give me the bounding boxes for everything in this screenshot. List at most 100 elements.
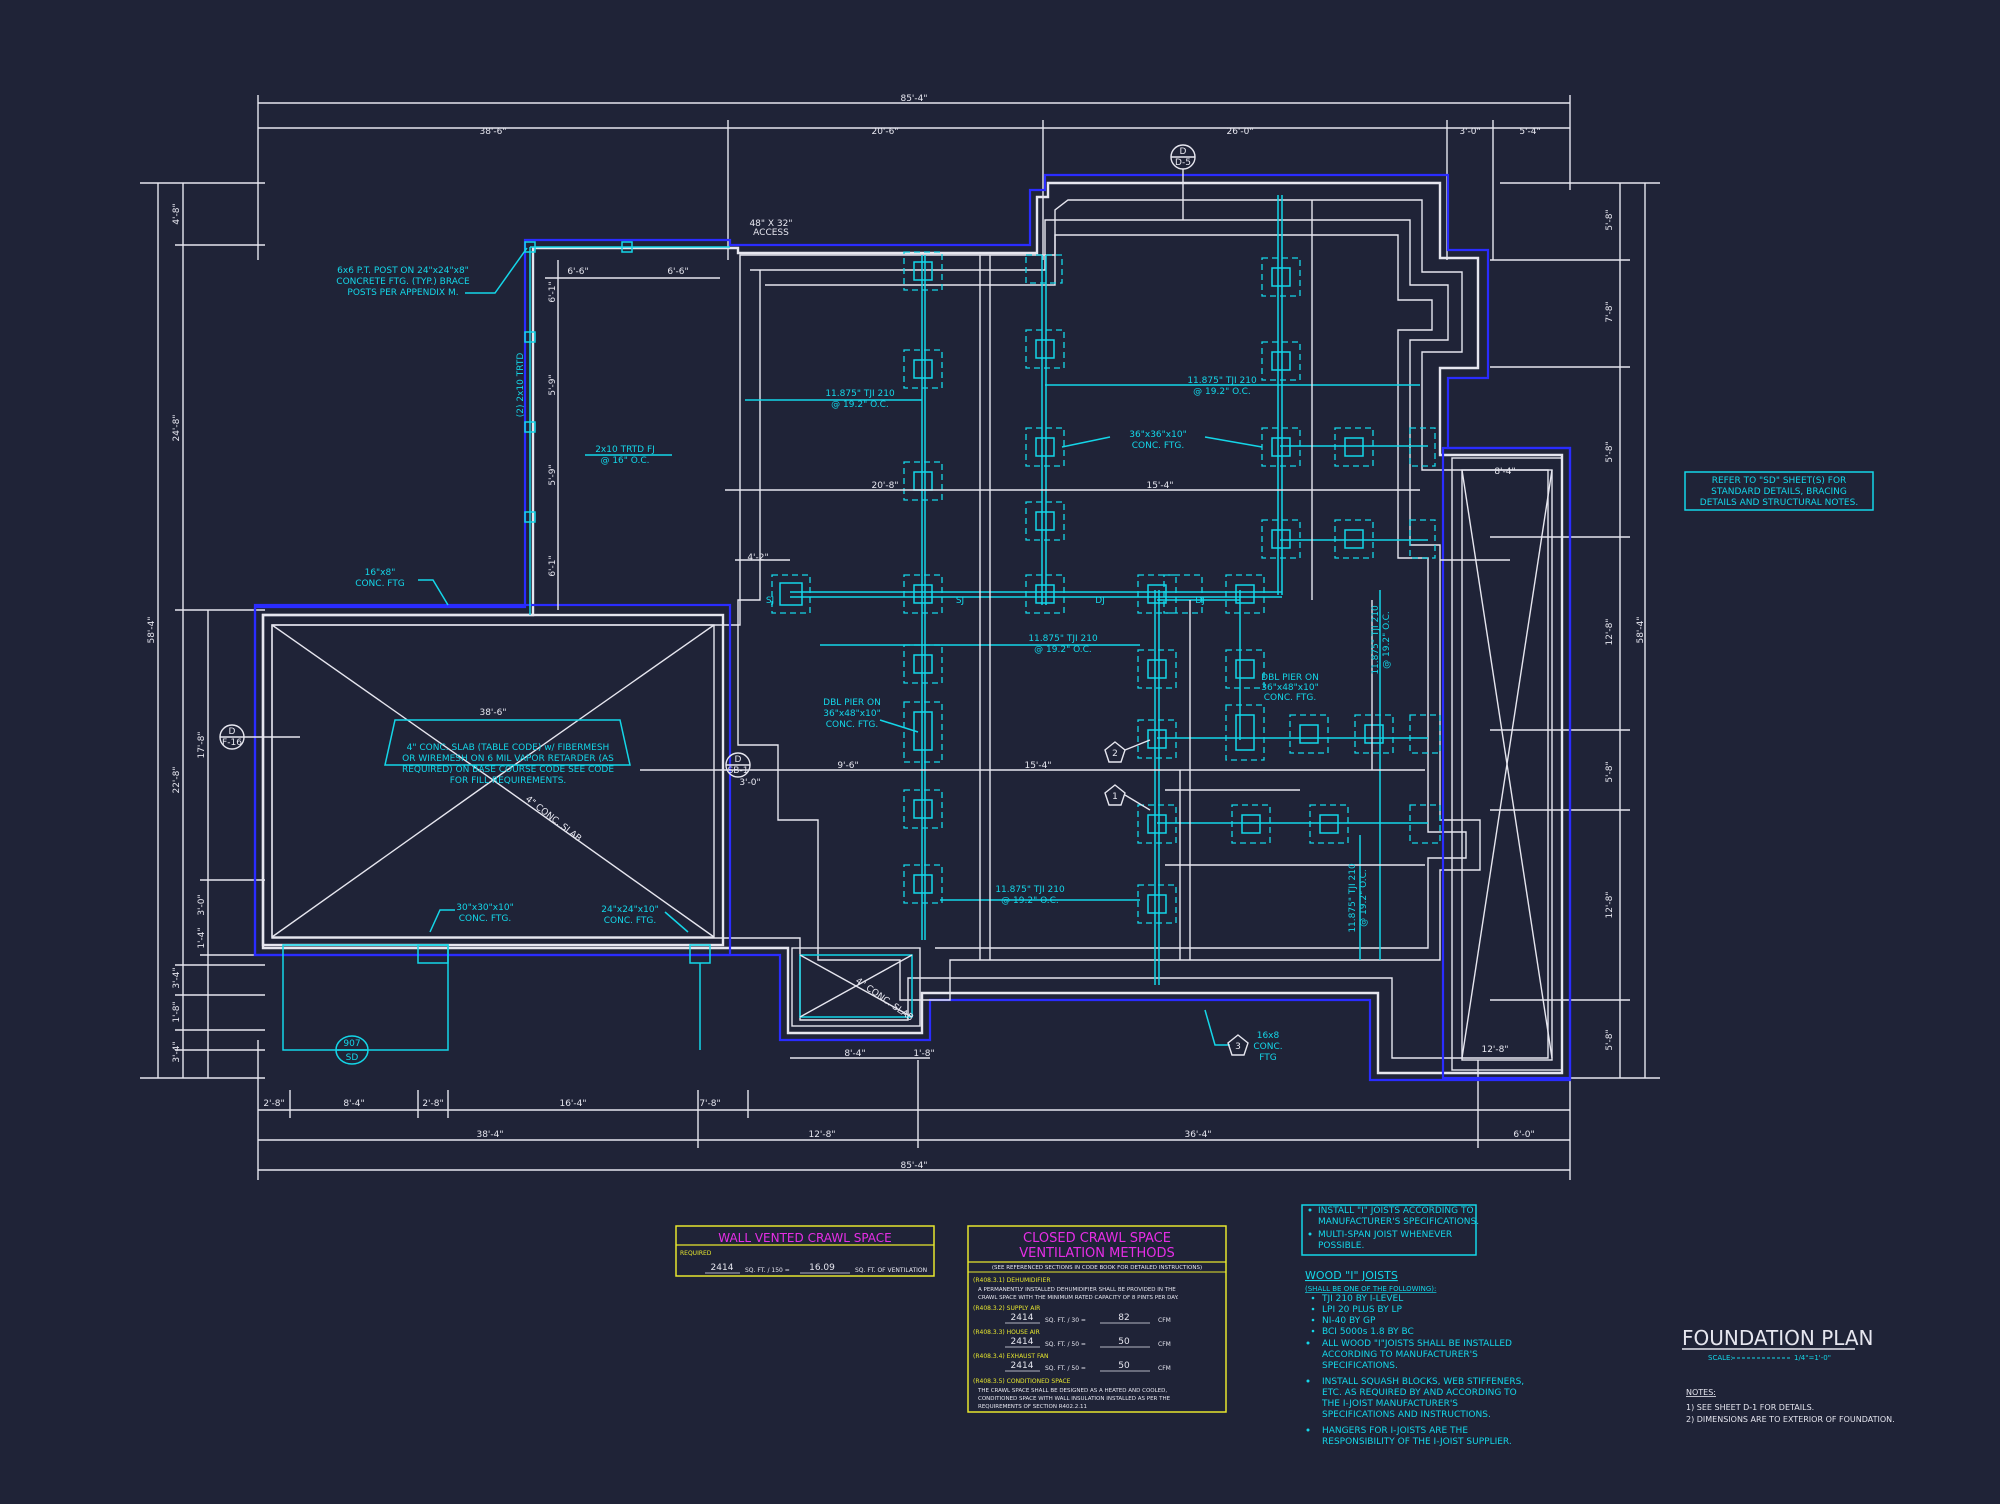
dim-top-overall: 85'-4" xyxy=(900,94,927,104)
ftg30-label-1: 30"x30"x10" xyxy=(456,903,513,913)
wall-vented-unit: SQ. FT. OF VENTILATION xyxy=(855,1267,927,1274)
dim-porch-v3: 5'-9" xyxy=(548,464,558,485)
ftg24-label-2: CONC. FTG. xyxy=(604,916,656,926)
note-2: 2) DIMENSIONS ARE TO EXTERIOR OF FOUNDAT… xyxy=(1686,1415,1895,1424)
dim-left-seg2: 24'-8" xyxy=(172,414,182,441)
dim-top-seg2: 20'-6" xyxy=(871,127,898,137)
joist-box-line-1: INSTALL "I" JOISTS ACCORDING TO xyxy=(1318,1206,1474,1216)
note-1: 1) SEE SHEET D-1 FOR DETAILS. xyxy=(1686,1403,1814,1412)
ftg30-label-2: CONC. FTG. xyxy=(459,914,511,924)
dim-15-4b: 15'-4" xyxy=(1024,761,1051,771)
tj-label-f-1: 11.875" TJI 210 xyxy=(1348,863,1358,933)
dim-porch-8-4: 8'-4" xyxy=(1494,467,1515,477)
sj-label-2: SJ xyxy=(956,596,964,606)
wall-vented-formula: SQ. FT. / 150 = xyxy=(745,1267,790,1274)
dim-left-seg9: 3'-4" xyxy=(172,1041,182,1062)
wall-vented-required: REQUIRED xyxy=(680,1250,712,1257)
closed-crawl-s5-body-1: THE CRAWL SPACE SHALL BE DESIGNED AS A H… xyxy=(977,1388,1167,1394)
dbl-pier-a-1: DBL PIER ON xyxy=(823,698,881,708)
closed-crawl-s4-result: 50 xyxy=(1118,1361,1130,1371)
section-tag-top: D D-5 xyxy=(1170,144,1196,220)
dim-garage-width: 38'-6" xyxy=(479,708,506,718)
ftg24-label-1: 24"x24"x10" xyxy=(601,905,658,915)
closed-crawl-s2-formula: SQ. FT. / 30 = xyxy=(1045,1317,1086,1324)
dim-porch-b: 6'-6" xyxy=(667,267,688,277)
slab-note-1: 4" CONC. SLAB (TABLE CODE) w/ FIBERMESH xyxy=(407,743,610,753)
wood-joists-opt-1: TJI 210 BY I-LEVEL xyxy=(1321,1294,1403,1304)
dim-left-seg6: 1'-4" xyxy=(197,927,207,948)
tj-label-b-2: @ 19.2" O.C. xyxy=(1193,387,1251,397)
dim-20-8: 20'-8" xyxy=(871,481,898,491)
trtd-label-2: @ 16" O.C. xyxy=(600,456,649,466)
section-tag-top-sheet: D-5 xyxy=(1175,158,1191,168)
closed-crawl-s4-unit: CFM xyxy=(1158,1365,1171,1372)
slab-note-2: OR WIREMESH ON 6 MIL VAPOR RETARDER (AS xyxy=(402,754,614,764)
marker-3-text: 3 xyxy=(1235,1042,1241,1052)
slab-note-3: REQUIRED) ON BASE COURSE CODE SEE CODE xyxy=(402,765,614,775)
wood-joists-note2-4: SPECIFICATIONS AND INSTRUCTIONS. xyxy=(1322,1410,1491,1420)
closed-crawl-s1-body-2: CRAWL SPACE WITH THE MINIMUM RATED CAPAC… xyxy=(978,1295,1179,1301)
slab-note-4: FOR FILL REQUIREMENTS. xyxy=(450,776,567,786)
dim-right-seg4: 12'-8" xyxy=(1605,618,1615,645)
dim-15-4a: 15'-4" xyxy=(1146,481,1173,491)
wood-joists-note1-1: ALL WOOD "I"JOISTS SHALL BE INSTALLED xyxy=(1322,1339,1512,1349)
dim-bottom-seg4: 6'-0" xyxy=(1513,1130,1534,1140)
closed-crawl-s4-head: (R408.3.4) EXHAUST FAN xyxy=(973,1353,1048,1360)
wood-joists-opt-4: BCI 5000s 1.8 BY BC xyxy=(1322,1327,1414,1337)
section-tag-bottom-num: 907 xyxy=(343,1039,360,1049)
joist-install-box: INSTALL "I" JOISTS ACCORDING TO MANUFACT… xyxy=(1301,1204,1479,1256)
pier-grid: 11.875" TJI 210 @ 19.2" O.C. 11.875" TJI… xyxy=(585,195,1441,985)
access-label-1: 48" X 32" xyxy=(749,219,792,229)
wood-joists-subtitle: (SHALL BE ONE OF THE FOLLOWING): xyxy=(1305,1285,1436,1293)
refer-note-line-2: STANDARD DETAILS, BRACING xyxy=(1711,487,1847,497)
dim-porch-v1: 6'-1" xyxy=(548,281,558,302)
section-tag-left: D F-16 xyxy=(219,724,300,750)
front-porch: 6'-6" 6'-6" 6'-1" 5'-9" 5'-9" 6'-1" (2) … xyxy=(516,241,730,615)
notes-heading: NOTES: xyxy=(1686,1388,1716,1397)
wood-joists-note2-2: ETC. AS REQUIRED BY AND ACCORDING TO xyxy=(1322,1388,1517,1398)
dim-bottom-seg2: 12'-8" xyxy=(808,1130,835,1140)
section-tag-mid-letter: D xyxy=(735,755,742,765)
foundation-walls xyxy=(253,173,1572,1082)
joist-box-line-3: MULTI-SPAN JOIST WHENEVER xyxy=(1318,1230,1452,1240)
closed-crawl-s4-formula: SQ. FT. / 50 = xyxy=(1045,1365,1086,1372)
tj-label-e-2: @ 19.2" O.C. xyxy=(1382,611,1392,669)
wood-joists-notes: WOOD "I" JOISTS (SHALL BE ONE OF THE FOL… xyxy=(1305,1269,1524,1447)
wall-vented-title: WALL VENTED CRAWL SPACE xyxy=(718,1231,892,1245)
dim-left-seg4: 22'-8" xyxy=(172,766,182,793)
trtd-label-1: 2x10 TRTD FJ xyxy=(595,445,655,455)
post-note-1: 6x6 P.T. POST ON 24"x24"x8" xyxy=(337,266,469,276)
dbl-pier-a-2: 36"x48"x10" xyxy=(823,709,880,719)
marker-1-text: 1 xyxy=(1112,792,1118,802)
section-tag-top-letter: D xyxy=(1180,147,1187,157)
title-block: FOUNDATION PLAN SCALE: 1/4"=1'-0" NOTES:… xyxy=(1682,1326,1895,1424)
conc-36-label-2: CONC. FTG. xyxy=(1132,441,1184,451)
dim-left-overall: 58'-4" xyxy=(147,616,157,643)
wall-vented-table: WALL VENTED CRAWL SPACE REQUIRED 2414 SQ… xyxy=(675,1225,935,1277)
rear-stoop: 4" CONC. SLAB 8'-4" 1'-8" xyxy=(790,947,935,1059)
section-tag-mid: D SB-1 xyxy=(725,752,751,778)
dim-stoop-8-4: 8'-4" xyxy=(844,1049,865,1059)
dim-right-overall: 58'-4" xyxy=(1636,616,1646,643)
dim-left-seg3: 17'-8" xyxy=(197,731,207,758)
wood-joists-note2-3: THE I-JOIST MANUFACTURER'S xyxy=(1321,1399,1458,1409)
tj-label-d-2: @ 19.2" O.C. xyxy=(1001,896,1059,906)
right-dimensions: 5'-8" 7'-8" 5'-8" 12'-8" 5'-8" 12'-8" 5'… xyxy=(1490,182,1660,1079)
closed-crawl-s5-body-2: CONDITIONED SPACE WITH WALL INSULATION I… xyxy=(978,1396,1171,1402)
dim-top-seg5: 5'-4" xyxy=(1519,127,1540,137)
closed-crawl-s1-head: (R408.3.1) DEHUMIDIFIER xyxy=(973,1277,1051,1284)
dim-porch-12-8: 12'-8" xyxy=(1481,1045,1508,1055)
wood-joists-note3-1: HANGERS FOR I-JOISTS ARE THE xyxy=(1322,1426,1468,1436)
dim-right-seg5: 5'-8" xyxy=(1605,761,1615,782)
tj-label-e-1: 11.875" TJI 210 xyxy=(1371,605,1381,675)
dim-right-seg1: 5'-8" xyxy=(1605,209,1615,230)
dim-bottom-sub1: 2'-8" xyxy=(263,1099,284,1109)
wood-joists-title: WOOD "I" JOISTS xyxy=(1305,1269,1398,1282)
marker-1: 1 xyxy=(1104,784,1151,811)
closed-crawl-s3-result: 50 xyxy=(1118,1337,1130,1347)
dim-porch-a: 6'-6" xyxy=(567,267,588,277)
dbl-pier-a-3: CONC. FTG. xyxy=(826,720,878,730)
conc-36-label-1: 36"x36"x10" xyxy=(1129,430,1186,440)
dim-bottom-overall: 85'-4" xyxy=(900,1161,927,1171)
section-tag-left-letter: D xyxy=(229,727,236,737)
